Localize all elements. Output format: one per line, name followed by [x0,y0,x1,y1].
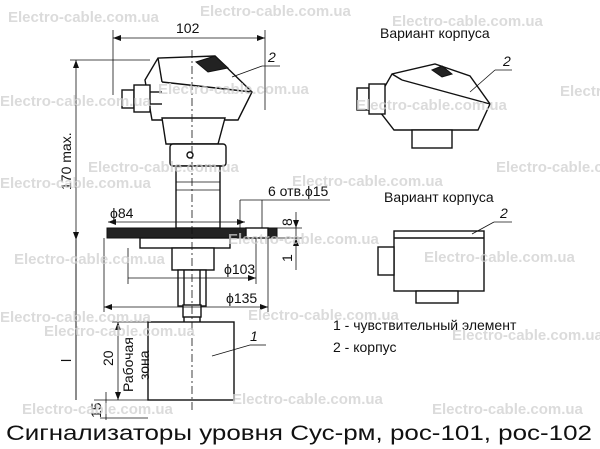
watermark: Electro-cable.com.ua [356,97,508,114]
callout-2-variant-2: 2 [499,205,508,221]
dim-width-top: 102 [176,20,200,36]
callout-2-variant-1: 2 [502,53,511,69]
watermark: Electro-cable.com.ua [452,327,600,344]
watermark: Electro-cable.com.ua [8,9,160,26]
watermark: Electro-cable.com.ua [292,173,444,190]
watermark: Electro-cable.com.ua [22,401,174,418]
watermark: Electro-cable.com.ua [560,83,600,100]
watermark: Electro-cable.com.ua [44,323,196,340]
caption: Сигнализаторы уровня Сус-рм, рос-101, ро… [6,422,592,445]
variant-1: Вариант корпуса 2 [356,25,512,149]
dim-flange-d: ϕ84 [110,205,134,221]
watermark: Electro-cable.com.ua [88,159,240,176]
watermark: Electro-cable.com.ua [424,249,576,266]
watermark: Electro-cable.com.ua [0,93,152,110]
housing-head [121,55,253,145]
watermarks: Electro-cable.com.ua Electro-cable.com.u… [0,3,600,418]
watermark: Electro-cable.com.ua [0,175,152,192]
dim-d135: ϕ135 [226,290,257,306]
main-view: 102 170 max. 6 отв.ϕ15 ϕ84 ϕ103 ϕ135 8 1… [58,20,330,420]
dim-l: l [58,359,74,362]
working-zone-line1: Рабочая [120,337,136,392]
variant-2: Вариант корпуса 2 [377,189,512,304]
watermark: Electro-cable.com.ua [232,391,384,408]
variant-2-title: Вариант корпуса [384,189,494,205]
legend-item-2: 2 - корпус [333,339,397,355]
watermark: Electro-cable.com.ua [0,309,152,326]
watermark: Electro-cable.com.ua [228,231,380,248]
watermark: Electro-cable.com.ua [248,307,400,324]
callout-1-main: 1 [250,328,258,344]
dim-20: 20 [100,350,116,366]
watermark: Electro-cable.com.ua [496,159,600,176]
dim-height-total: 170 max. [58,132,74,190]
dim-d103: ϕ103 [224,261,255,277]
dim-15: 15 [88,402,104,418]
variant-1-title: Вариант корпуса [380,25,490,41]
legend-item-1: 1 - чувствительный элемент [333,317,517,333]
watermark: Electro-cable.com.ua [14,251,166,268]
watermark: Electro-cable.com.ua [200,3,352,20]
neck [169,143,227,229]
dim-1: 1 [279,254,295,262]
probe [147,247,235,401]
watermark: Electro-cable.com.ua [432,401,584,418]
working-zone-line2: зона [136,350,152,380]
watermark: Electro-cable.com.ua [158,81,310,98]
dim-8: 8 [279,218,295,226]
watermark: Electro-cable.com.ua [392,13,544,30]
dim-holes: 6 отв.ϕ15 [268,183,329,199]
legend: 1 - чувствительный элемент 2 - корпус [333,317,517,355]
callout-2-main: 2 [267,49,276,65]
